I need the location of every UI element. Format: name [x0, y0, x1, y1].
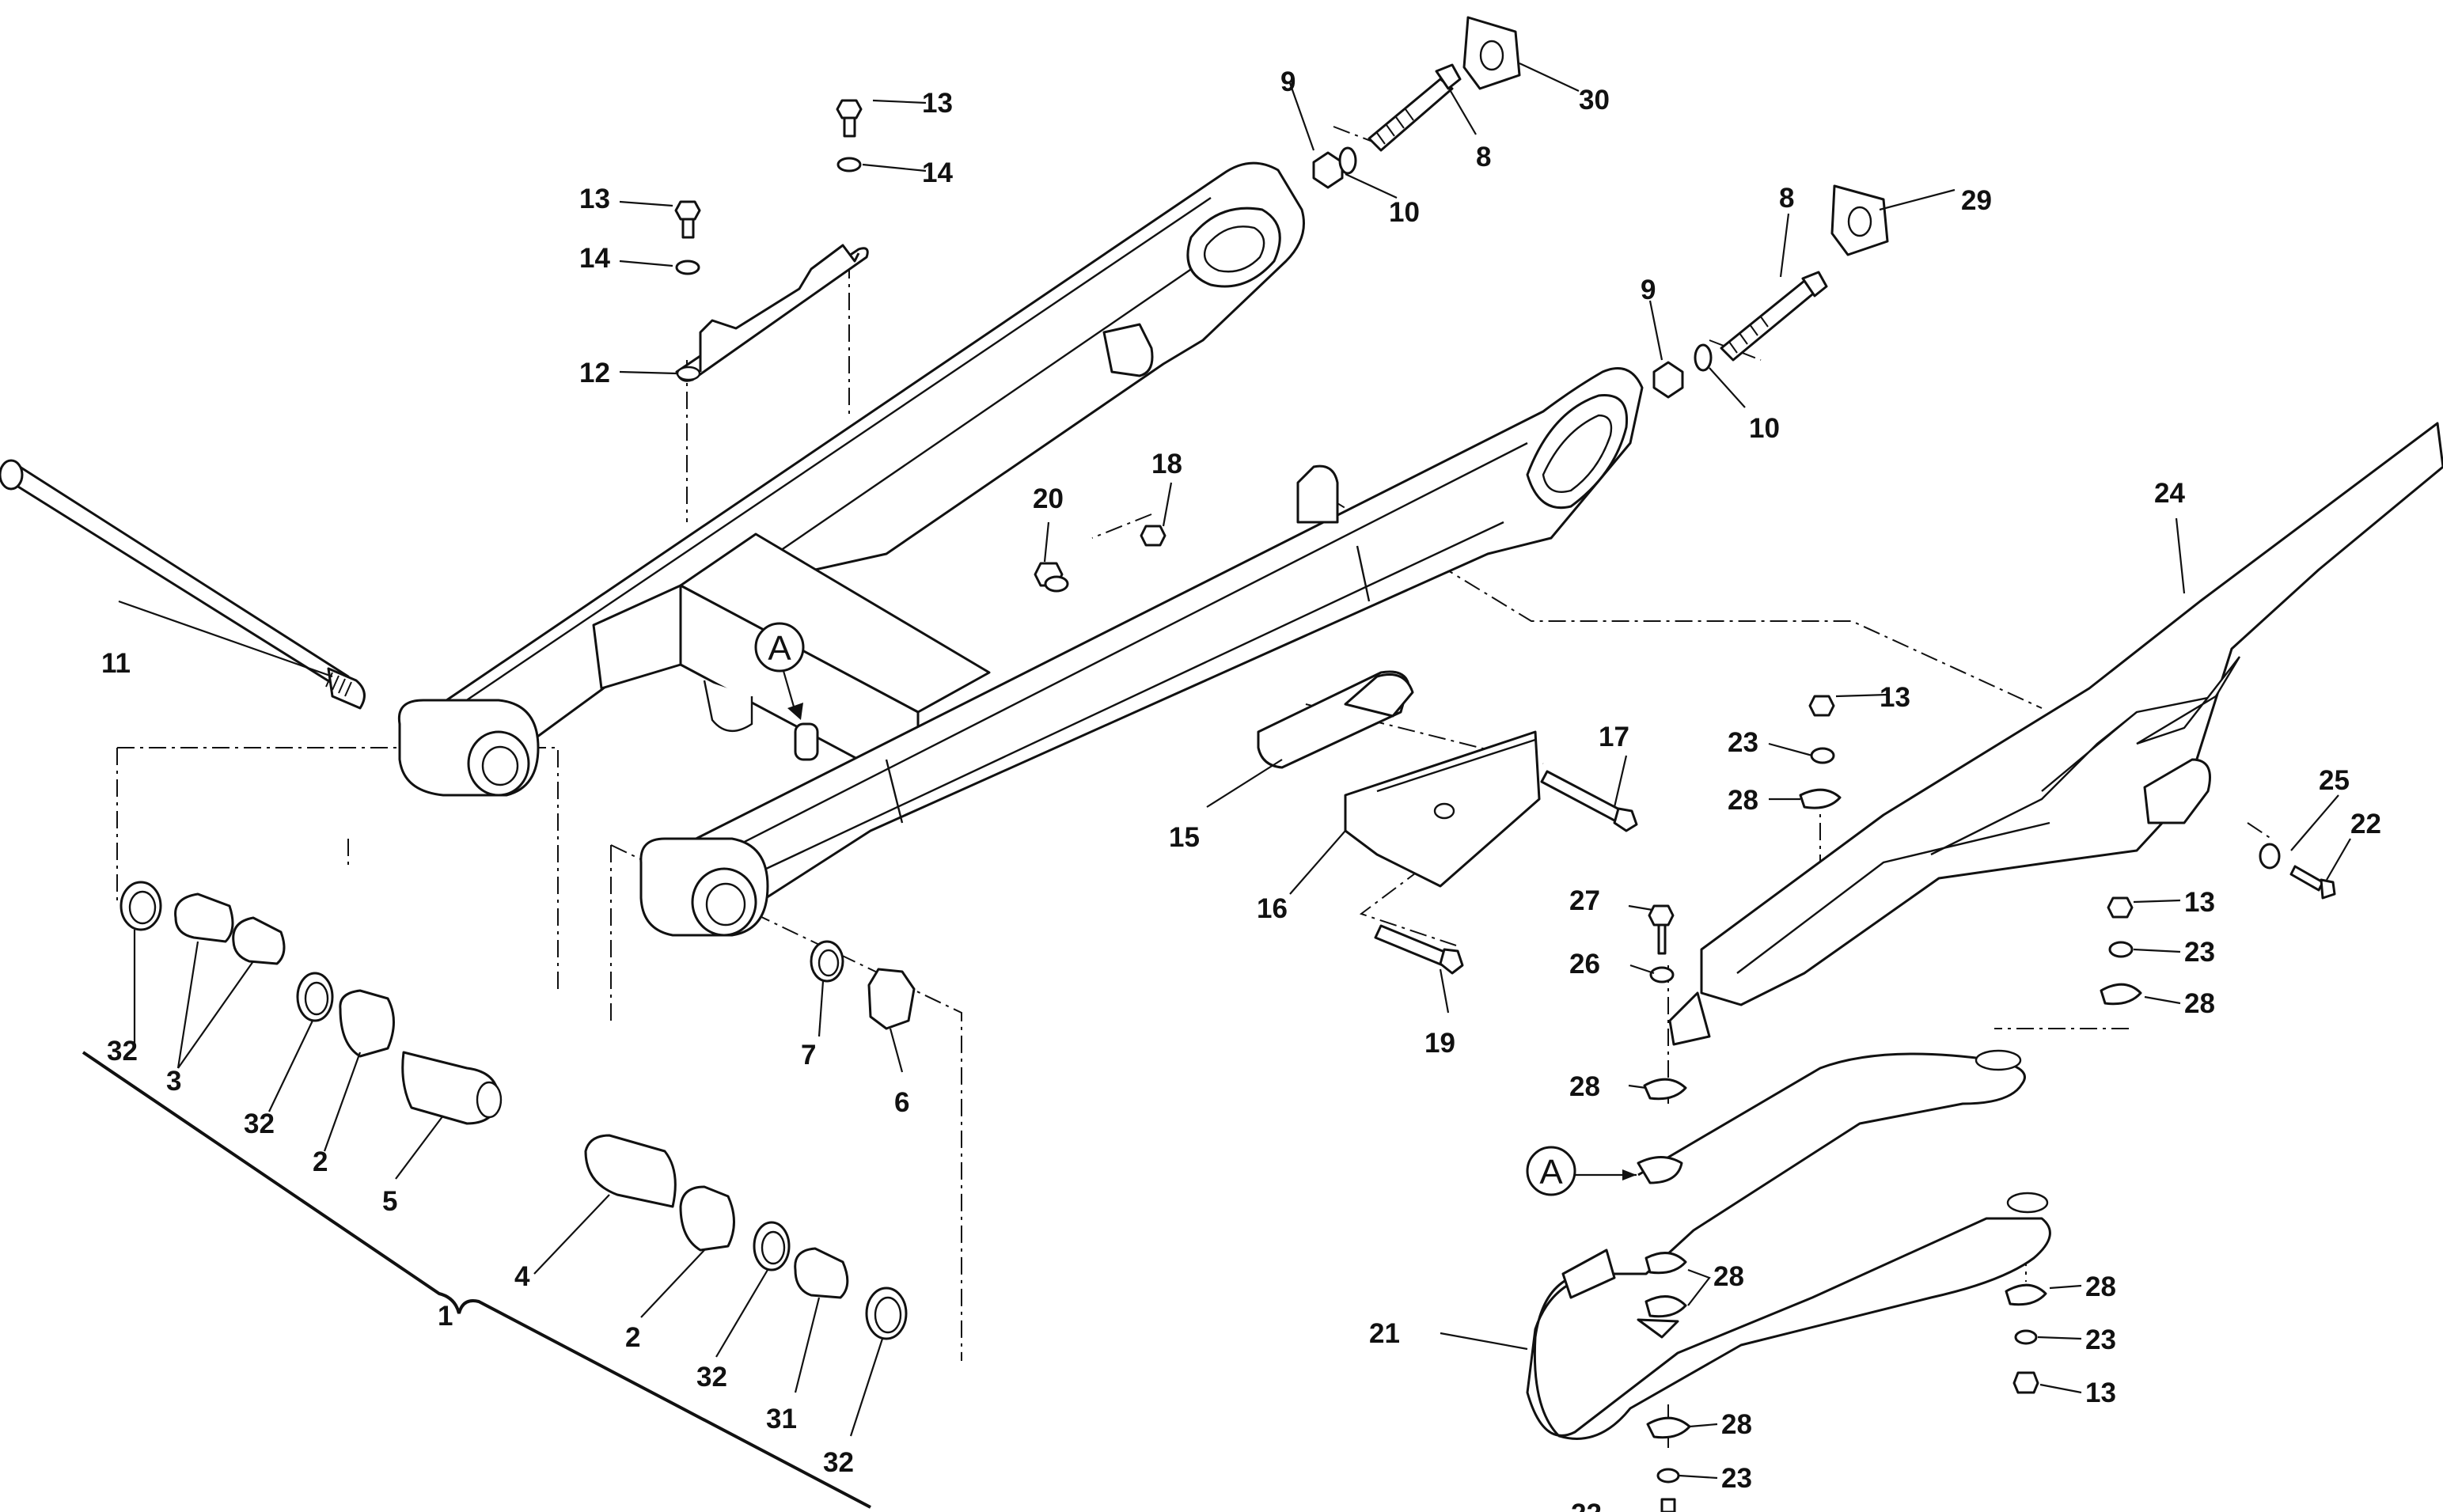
callout-18: 18: [1151, 449, 1182, 479]
callout-17: 17: [1599, 722, 1629, 752]
callout-8: 8: [1476, 142, 1491, 172]
callout-23: 23: [1728, 727, 1758, 758]
callout-23: 23: [1721, 1463, 1752, 1494]
callout-2: 2: [625, 1322, 640, 1353]
bearing-kit-right: [584, 1134, 908, 1340]
callout-13: 13: [1880, 682, 1910, 713]
callout-28: 28: [1728, 785, 1758, 816]
callout-31: 31: [766, 1404, 797, 1434]
callout-10: 10: [1389, 197, 1420, 228]
callout-23: 23: [2085, 1324, 2116, 1355]
fasteners-chain-slider: [674, 99, 863, 275]
callout-3: 3: [166, 1066, 181, 1097]
callout-19: 19: [1424, 1028, 1455, 1059]
callout-28: 28: [2184, 988, 2215, 1019]
callout-14: 14: [579, 243, 610, 274]
callout-7: 7: [801, 1040, 816, 1071]
swingarm-body: [397, 161, 1644, 937]
callout-25: 25: [2319, 765, 2350, 796]
kit-1-bracket: [82, 1051, 871, 1509]
lower-chain-guard: [1526, 1049, 2051, 1512]
callout-labels: 13 14 13 14 12 9 10 8 30 8 29 9 10 11 20…: [101, 66, 2381, 1512]
callout-30: 30: [1579, 85, 1610, 116]
callout-22: 22: [1571, 1499, 1602, 1512]
callout-32: 32: [107, 1036, 138, 1067]
pivot-nut-washer: [810, 940, 916, 1030]
callout-15: 15: [1169, 822, 1200, 853]
callout-22: 22: [2350, 809, 2381, 839]
callout-27: 27: [1569, 885, 1600, 916]
reference-letter: A: [768, 629, 791, 668]
callout-13: 13: [2184, 887, 2215, 918]
callout-32: 32: [244, 1108, 275, 1139]
callout-29: 29: [1961, 185, 1992, 216]
callout-20: 20: [1033, 483, 1064, 514]
bearing-kit-left: [119, 881, 503, 1125]
callout-13: 13: [922, 88, 953, 119]
callout-32: 32: [823, 1447, 854, 1478]
reference-marker-a-bottom: A: [1526, 1146, 1637, 1196]
chain-slider: [675, 244, 869, 382]
chain-guide-bolts: [1374, 770, 1638, 975]
chain-guard: [1668, 422, 2443, 1046]
leader-lines: [118, 63, 2351, 1480]
callout-13: 13: [579, 184, 610, 214]
callout-1: 1: [438, 1301, 453, 1332]
callout-11: 11: [101, 648, 131, 679]
callout-28: 28: [1569, 1071, 1600, 1102]
callout-23: 23: [2184, 937, 2215, 968]
chain-guide: [1257, 670, 1541, 888]
reference-marker-a-top: A: [754, 622, 805, 720]
callout-21: 21: [1369, 1318, 1400, 1349]
callout-16: 16: [1257, 893, 1288, 924]
callout-8: 8: [1779, 183, 1794, 214]
callout-28: 28: [2085, 1271, 2116, 1302]
callout-26: 26: [1569, 949, 1600, 980]
callout-28: 28: [1721, 1409, 1752, 1440]
callout-14: 14: [922, 157, 953, 188]
chain-adjusters: [1312, 16, 1889, 399]
callout-9: 9: [1641, 275, 1656, 305]
callout-2: 2: [313, 1146, 328, 1177]
callout-12: 12: [579, 358, 610, 388]
callout-5: 5: [382, 1186, 397, 1217]
callout-24: 24: [2154, 478, 2185, 509]
reference-letter: A: [1539, 1153, 1563, 1192]
callout-4: 4: [514, 1261, 530, 1292]
pivot-axle: [0, 459, 366, 710]
callout-32: 32: [696, 1362, 727, 1393]
callout-10: 10: [1749, 413, 1780, 444]
callout-28: 28: [1713, 1261, 1744, 1292]
chain-guard-fasteners: [1643, 695, 2336, 1101]
callout-6: 6: [894, 1087, 909, 1118]
callout-13: 13: [2085, 1377, 2116, 1408]
caliper-bolts: [1034, 525, 1166, 593]
callout-9: 9: [1280, 66, 1295, 97]
